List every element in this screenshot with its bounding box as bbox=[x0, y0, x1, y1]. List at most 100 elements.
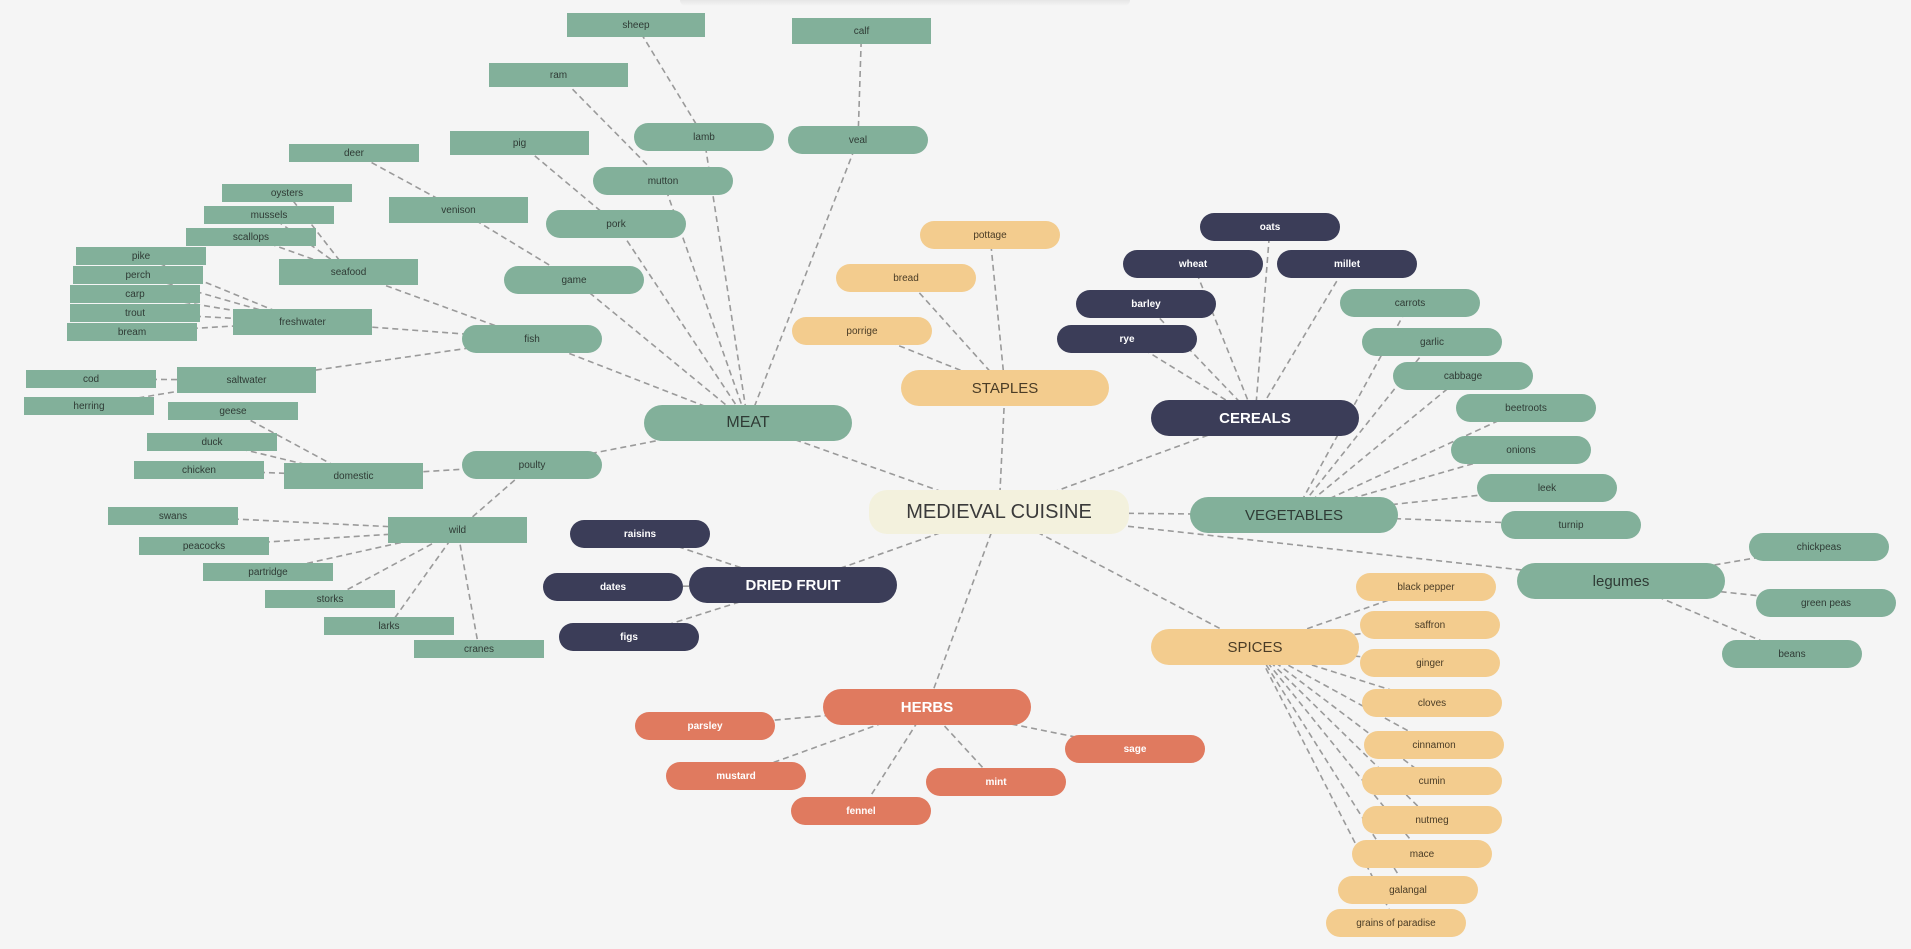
node-bream[interactable]: bream bbox=[67, 323, 197, 341]
node-mutton[interactable]: mutton bbox=[593, 167, 733, 195]
node-spices[interactable]: SPICES bbox=[1151, 629, 1359, 665]
node-label-vegetables: VEGETABLES bbox=[1244, 506, 1344, 524]
node-fennel[interactable]: fennel bbox=[791, 797, 931, 825]
node-rye[interactable]: rye bbox=[1057, 325, 1197, 353]
node-ginger[interactable]: ginger bbox=[1360, 649, 1500, 677]
connector-game-to-meat bbox=[573, 279, 749, 424]
node-pottage[interactable]: pottage bbox=[920, 221, 1060, 249]
node-calf[interactable]: calf bbox=[792, 18, 931, 44]
node-parsley[interactable]: parsley bbox=[635, 712, 775, 740]
node-storks[interactable]: storks bbox=[265, 590, 395, 608]
node-lamb[interactable]: lamb bbox=[634, 123, 774, 151]
node-venison[interactable]: venison bbox=[389, 197, 528, 223]
node-leek[interactable]: leek bbox=[1477, 474, 1617, 502]
node-raisins[interactable]: raisins bbox=[570, 520, 710, 548]
node-beans[interactable]: beans bbox=[1722, 640, 1862, 668]
node-figs[interactable]: figs bbox=[559, 623, 699, 651]
node-fish[interactable]: fish bbox=[462, 325, 602, 353]
node-veal[interactable]: veal bbox=[788, 126, 928, 154]
node-carrots[interactable]: carrots bbox=[1340, 289, 1480, 317]
node-pork[interactable]: pork bbox=[546, 210, 686, 238]
node-duck[interactable]: duck bbox=[147, 433, 277, 451]
node-perch[interactable]: perch bbox=[73, 266, 203, 284]
node-sheep[interactable]: sheep bbox=[567, 13, 705, 37]
node-label-deer: deer bbox=[343, 147, 364, 159]
node-chickpeas[interactable]: chickpeas bbox=[1749, 533, 1889, 561]
node-ram[interactable]: ram bbox=[489, 63, 628, 87]
node-mace[interactable]: mace bbox=[1352, 840, 1492, 868]
node-dates[interactable]: dates bbox=[543, 573, 683, 601]
node-peacocks[interactable]: peacocks bbox=[139, 537, 269, 555]
node-barley[interactable]: barley bbox=[1076, 290, 1216, 318]
connector-veal-to-meat bbox=[747, 139, 859, 424]
node-turnip[interactable]: turnip bbox=[1501, 511, 1641, 539]
node-label-pig: pig bbox=[512, 137, 527, 149]
connector-spices-to-center bbox=[998, 511, 1256, 648]
connector-larks-to-wild bbox=[388, 529, 459, 627]
node-blackpepper[interactable]: black pepper bbox=[1356, 573, 1496, 601]
node-freshwater[interactable]: freshwater bbox=[233, 309, 372, 335]
node-oysters[interactable]: oysters bbox=[222, 184, 352, 202]
node-chicken[interactable]: chicken bbox=[134, 461, 264, 479]
node-cloves[interactable]: cloves bbox=[1362, 689, 1502, 717]
node-wheat[interactable]: wheat bbox=[1123, 250, 1263, 278]
node-scallops[interactable]: scallops bbox=[186, 228, 316, 246]
node-label-bream: bream bbox=[117, 326, 147, 338]
node-deer[interactable]: deer bbox=[289, 144, 419, 162]
node-oats[interactable]: oats bbox=[1200, 213, 1340, 241]
node-porrige[interactable]: porrige bbox=[792, 317, 932, 345]
node-partridge[interactable]: partridge bbox=[203, 563, 333, 581]
node-meat[interactable]: MEAT bbox=[644, 405, 852, 441]
node-beetroots[interactable]: beetroots bbox=[1456, 394, 1596, 422]
node-cranes[interactable]: cranes bbox=[414, 640, 544, 658]
node-cumin[interactable]: cumin bbox=[1362, 767, 1502, 795]
node-cereals[interactable]: CEREALS bbox=[1151, 400, 1359, 436]
node-galangal[interactable]: galangal bbox=[1338, 876, 1478, 904]
node-label-oysters: oysters bbox=[270, 187, 304, 199]
node-saffron[interactable]: saffron bbox=[1360, 611, 1500, 639]
node-cabbage[interactable]: cabbage bbox=[1393, 362, 1533, 390]
node-mussels[interactable]: mussels bbox=[204, 206, 334, 224]
node-cod[interactable]: cod bbox=[26, 370, 156, 388]
node-cinnamon[interactable]: cinnamon bbox=[1364, 731, 1504, 759]
node-legumes[interactable]: legumes bbox=[1517, 563, 1725, 599]
node-greenpeas[interactable]: green peas bbox=[1756, 589, 1896, 617]
node-saltwater[interactable]: saltwater bbox=[177, 367, 316, 393]
node-poulty[interactable]: poulty bbox=[462, 451, 602, 479]
node-center[interactable]: MEDIEVAL CUISINE bbox=[869, 490, 1129, 534]
node-millet[interactable]: millet bbox=[1277, 250, 1417, 278]
node-label-rye: rye bbox=[1119, 333, 1135, 345]
node-herring[interactable]: herring bbox=[24, 397, 154, 415]
node-geese[interactable]: geese bbox=[168, 402, 298, 420]
node-domestic[interactable]: domestic bbox=[284, 463, 423, 489]
node-staples[interactable]: STAPLES bbox=[901, 370, 1109, 406]
connector-cranes-to-wild bbox=[456, 529, 480, 650]
node-larks[interactable]: larks bbox=[324, 617, 454, 635]
node-driedfruit[interactable]: DRIED FRUIT bbox=[689, 567, 897, 603]
node-seafood[interactable]: seafood bbox=[279, 259, 418, 285]
node-label-poulty: poulty bbox=[518, 459, 546, 471]
node-label-cranes: cranes bbox=[463, 643, 494, 655]
node-vegetables[interactable]: VEGETABLES bbox=[1190, 497, 1398, 533]
node-herbs[interactable]: HERBS bbox=[823, 689, 1031, 725]
node-grains[interactable]: grains of paradise bbox=[1326, 909, 1466, 937]
node-nutmeg[interactable]: nutmeg bbox=[1362, 806, 1502, 834]
node-carp[interactable]: carp bbox=[70, 285, 200, 303]
node-trout[interactable]: trout bbox=[70, 304, 200, 322]
node-label-peacocks: peacocks bbox=[182, 540, 226, 552]
node-wild[interactable]: wild bbox=[388, 517, 527, 543]
node-label-grains: grains of paradise bbox=[1356, 917, 1436, 929]
node-label-porrige: porrige bbox=[846, 325, 878, 337]
node-mustard[interactable]: mustard bbox=[666, 762, 806, 790]
node-pig[interactable]: pig bbox=[450, 131, 589, 155]
node-label-galangal: galangal bbox=[1389, 884, 1427, 896]
node-game[interactable]: game bbox=[504, 266, 644, 294]
node-mint[interactable]: mint bbox=[926, 768, 1066, 796]
node-garlic[interactable]: garlic bbox=[1362, 328, 1502, 356]
node-onions[interactable]: onions bbox=[1451, 436, 1591, 464]
node-sage[interactable]: sage bbox=[1065, 735, 1205, 763]
node-bread[interactable]: bread bbox=[836, 264, 976, 292]
node-label-saltwater: saltwater bbox=[226, 374, 267, 386]
node-pike[interactable]: pike bbox=[76, 247, 206, 265]
node-swans[interactable]: swans bbox=[108, 507, 238, 525]
